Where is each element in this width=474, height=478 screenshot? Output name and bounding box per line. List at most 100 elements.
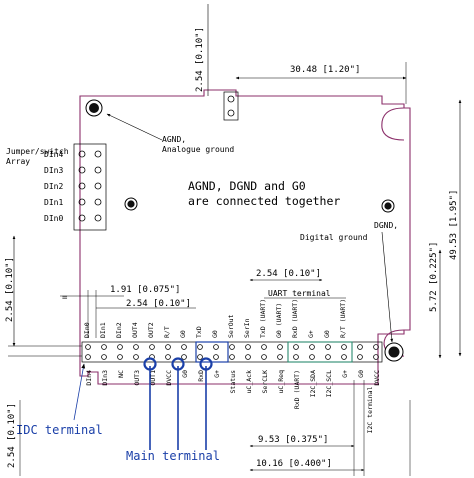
board-notch-top-right xyxy=(381,107,405,141)
header-top-small xyxy=(223,91,239,121)
bottom-pin-label: Status xyxy=(229,370,237,394)
bottom-pin-label: G0 xyxy=(357,370,365,378)
dim-left-offset: 2.54 [0.10"] xyxy=(5,257,15,322)
header-pin xyxy=(149,344,155,350)
connected-label-line1: AGND, DGND and G0 xyxy=(188,179,306,193)
header-pin xyxy=(245,344,251,350)
bottom-pin-label: uC_Req xyxy=(277,370,285,394)
idc-terminal-label: IDC terminal xyxy=(16,423,103,437)
header-pin xyxy=(309,344,315,350)
dim-bottom-mid: 9.53 [0.375"] xyxy=(258,435,328,445)
bottom-pin-label: NC xyxy=(117,370,125,378)
jumper-pin-label: DIn3 xyxy=(44,166,63,175)
header-pin xyxy=(357,344,363,350)
jumper-pin-label: DIn2 xyxy=(44,182,63,191)
bottom-pin-label: DIn4 xyxy=(85,370,93,386)
top-pin-label: TxD xyxy=(195,326,203,338)
top-pin-label: G0 xyxy=(179,330,187,338)
jumper-pin-label: DIn1 xyxy=(44,198,63,207)
main-terminal-leaders xyxy=(149,366,207,450)
header-pin xyxy=(261,354,267,360)
header-pin xyxy=(373,354,379,360)
top-pin-label: OUT2 xyxy=(147,322,155,338)
header-pin xyxy=(101,354,107,360)
bottom-pin-label: G+ xyxy=(341,370,349,378)
dgnd-label: DGND, xyxy=(374,221,398,230)
header-pin xyxy=(229,344,235,350)
header-pin xyxy=(261,344,267,350)
top-pin-label: DIn1 xyxy=(99,322,107,338)
agnd-sublabel: Analogue ground xyxy=(162,145,234,154)
header-pin xyxy=(85,344,91,350)
header-pin xyxy=(101,344,107,350)
jumper-label-line1: Jumper/switch xyxy=(6,147,69,156)
top-row-pin-labels: DIn0 DIn1 DIn2 OUT4 OUT2 R/T G0 TxD G0 S… xyxy=(83,299,347,338)
bottom-pin-label: RxD (UART) xyxy=(293,370,301,409)
header-pin xyxy=(309,354,315,360)
header-pin xyxy=(117,344,123,350)
dim-right-offset: 5.72 [0.225"] xyxy=(429,242,439,312)
header-pin xyxy=(277,354,283,360)
top-pin-label: DIn2 xyxy=(115,322,123,338)
header-pin xyxy=(117,354,123,360)
connected-label-line2: are connected together xyxy=(188,194,340,208)
header-pins xyxy=(85,344,379,371)
header-pin xyxy=(197,344,203,350)
header-pin xyxy=(197,354,203,360)
header-pin xyxy=(341,344,347,350)
jumper-label-line2: Array xyxy=(6,157,30,166)
bottom-pin-label: RxD xyxy=(197,370,205,382)
agnd-label: AGND, xyxy=(162,135,186,144)
board-outline xyxy=(79,89,411,385)
jumper-pin-label: DIn0 xyxy=(44,214,63,223)
header-pin xyxy=(181,344,187,350)
header-pin xyxy=(293,344,299,350)
header-pin xyxy=(213,354,219,360)
dim-height-right: 49.53 [1.95"] xyxy=(449,190,459,260)
top-pin-label: G0 xyxy=(323,330,331,338)
top-pin-label: SerIn xyxy=(243,318,251,338)
jumper-pin-labels: DIn4 DIn3 DIn2 DIn1 DIn0 xyxy=(44,150,63,223)
main-header xyxy=(81,341,383,363)
dgnd-sublabel: Digital ground xyxy=(300,233,368,242)
uart-terminal-label: UART terminal xyxy=(268,289,331,298)
header-pin xyxy=(165,344,171,350)
uart-terminal-highlight xyxy=(287,341,353,363)
header-pin xyxy=(245,354,251,360)
jumper-array xyxy=(73,143,107,231)
idc-leader xyxy=(73,363,86,421)
i2c-terminal-label: I2C terminal xyxy=(366,386,374,433)
bottom-pin-label: I2C_SCL xyxy=(325,370,333,397)
dim-bottom-left: 2.54 [0.10"] xyxy=(7,403,17,468)
bottom-row-pin-labels: DIn4 DIn3 NC OUT3 OUT1 DVCC G0 RxD G+ St… xyxy=(85,370,381,409)
bottom-pin-label: DIn3 xyxy=(101,370,109,386)
dim-pitch-main: 2.54 [0.10"] xyxy=(126,299,191,309)
agnd-leader xyxy=(106,113,163,141)
bottom-pin-label: I2C_SDA xyxy=(309,370,317,397)
header-pin xyxy=(133,354,139,360)
header-pin xyxy=(229,354,235,360)
header-pin xyxy=(357,354,363,360)
dim-bottom-wide: 10.16 [0.400"] xyxy=(256,459,332,469)
dim-top-offset: 2.54 [0.10"] xyxy=(195,27,205,92)
header-pin xyxy=(373,344,379,350)
bottom-pin-label: G0 xyxy=(181,370,189,378)
header-pin xyxy=(85,354,91,360)
bottom-pin-label: DVCC xyxy=(373,370,381,386)
top-pin-label: G+ xyxy=(307,330,315,338)
bottom-pin-label: uC_Ack xyxy=(245,370,253,394)
main-terminal-label: Main terminal xyxy=(126,449,220,463)
header-pin xyxy=(341,354,347,360)
svg-text:=: = xyxy=(62,293,68,303)
jumper-pins xyxy=(78,150,102,222)
top-pin-label: RxD (UART) xyxy=(291,299,299,338)
bottom-pin-label: SerCLK xyxy=(261,370,269,394)
bottom-pin-label: OUT1 xyxy=(149,370,157,386)
dim-pitch-small: 1.91 [0.075"] xyxy=(110,285,180,295)
top-pin-label: OUT4 xyxy=(131,322,139,338)
jumper-pin-label: DIn4 xyxy=(44,150,63,159)
dim-width-top: 30.48 [1.20"] xyxy=(290,65,360,75)
top-pin-label: R/T xyxy=(163,326,171,338)
top-pin-label: TxD (UART) xyxy=(259,299,267,338)
